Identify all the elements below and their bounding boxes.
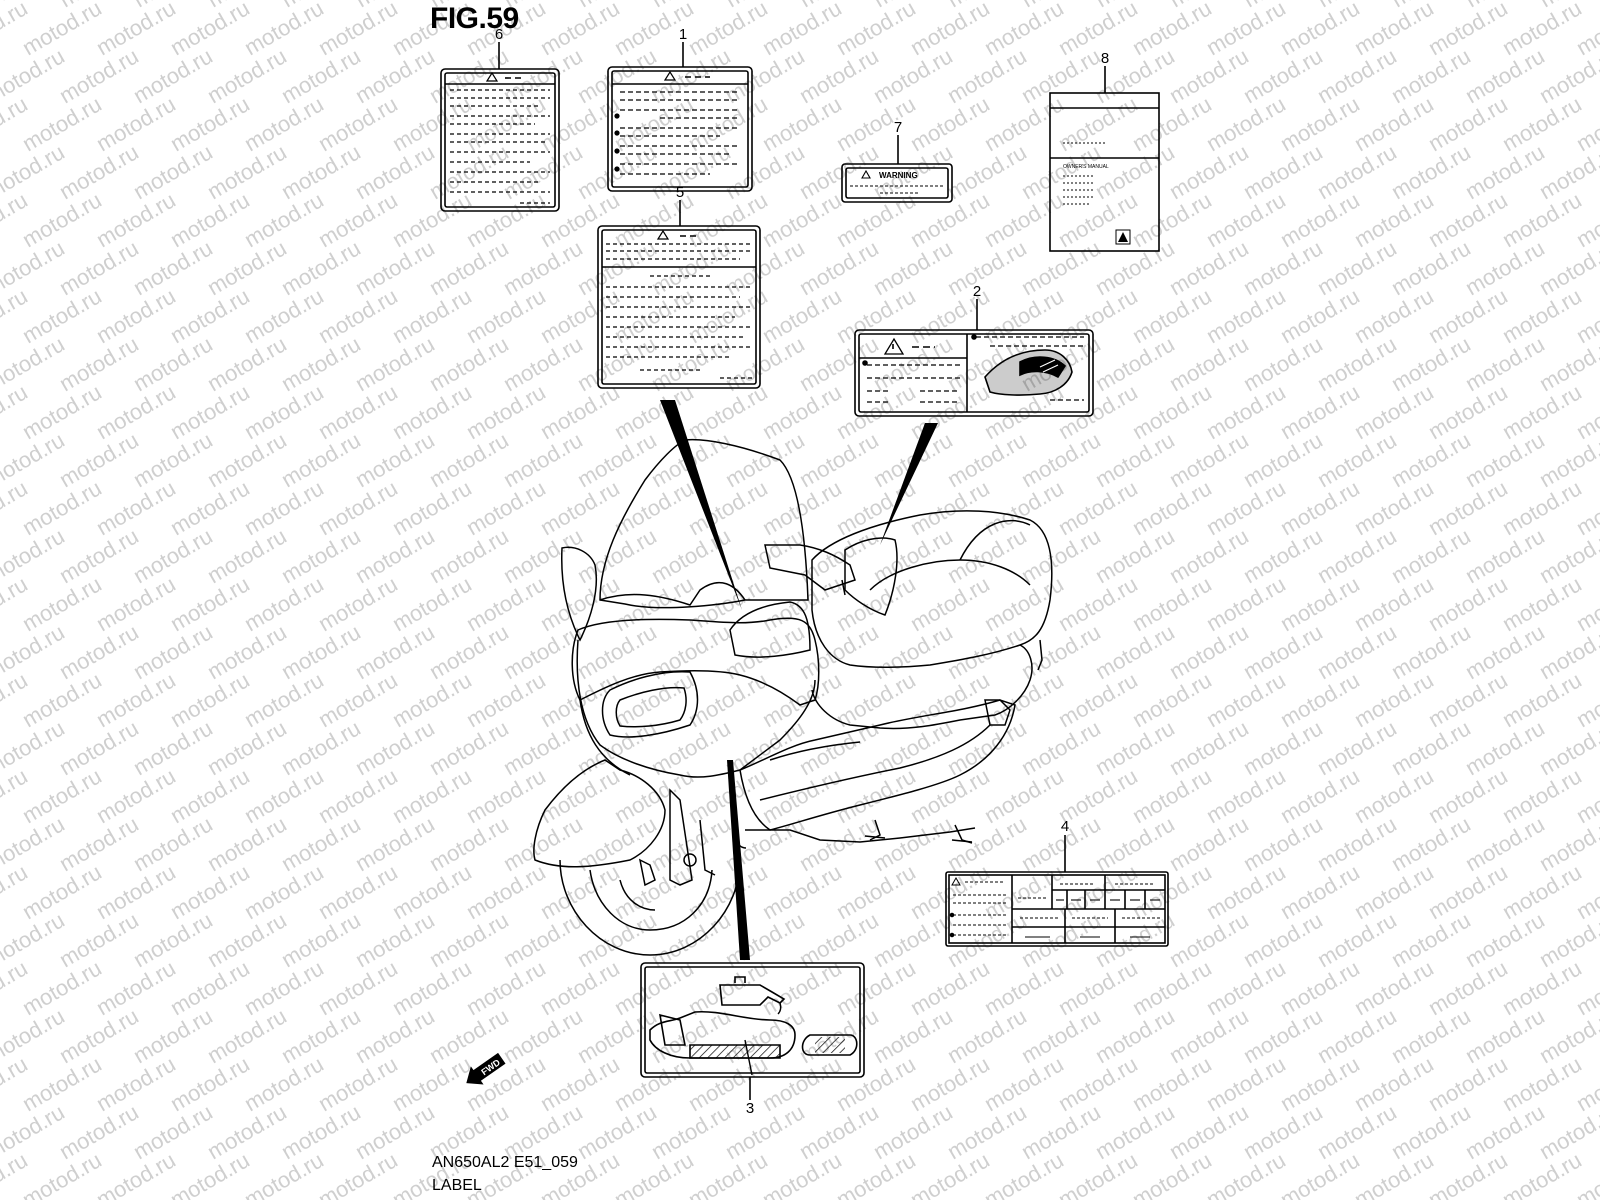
callout-6: 6 xyxy=(494,26,504,43)
warning-text: WARNING xyxy=(879,171,918,180)
callout-5: 5 xyxy=(675,184,685,201)
scooter-illustration xyxy=(533,438,1053,956)
label-2 xyxy=(854,299,1094,417)
label-4 xyxy=(945,835,1169,947)
leader-wedges xyxy=(660,400,938,960)
label-8-owners-manual: OWNER'S MANUAL xyxy=(1049,66,1160,252)
label-5 xyxy=(597,200,761,389)
label-3 xyxy=(640,962,865,1100)
label-6 xyxy=(440,42,560,212)
owners-manual-text: OWNER'S MANUAL xyxy=(1063,164,1109,170)
fwd-arrow-icon: FWD xyxy=(466,1052,506,1085)
callout-1: 1 xyxy=(678,26,688,43)
figure-title: FIG.59 xyxy=(430,2,519,35)
diagram-code: AN650AL2 E51_059 xyxy=(432,1154,578,1171)
label-1 xyxy=(607,42,753,192)
diagram-caption: LABEL xyxy=(432,1177,482,1194)
callout-3: 3 xyxy=(745,1100,755,1117)
callout-8: 8 xyxy=(1100,50,1110,67)
callout-2: 2 xyxy=(972,283,982,300)
label-7: WARNING xyxy=(841,135,953,203)
callout-4: 4 xyxy=(1060,818,1070,835)
callout-7: 7 xyxy=(893,119,903,136)
